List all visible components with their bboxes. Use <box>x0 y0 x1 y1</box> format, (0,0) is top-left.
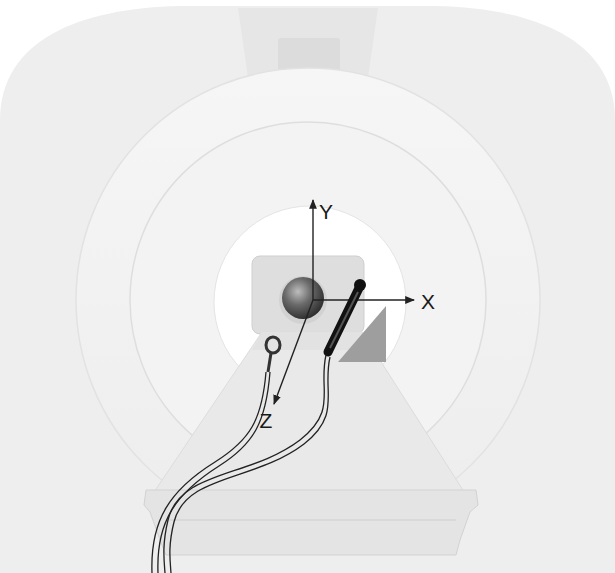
probe-highlight <box>330 292 358 348</box>
axis-label: Y <box>317 200 335 223</box>
axis-label: Z <box>258 409 275 432</box>
cable <box>170 357 330 573</box>
z-axis <box>274 300 313 404</box>
table-cradle <box>144 490 478 555</box>
front-face <box>76 68 540 532</box>
sphere-phantom <box>282 277 324 319</box>
ring-sensor <box>266 337 280 353</box>
ring-stem <box>268 353 271 372</box>
cable <box>164 355 326 573</box>
x-axis <box>313 299 414 300</box>
probe-rod <box>328 286 360 352</box>
axis-label: X <box>419 290 437 313</box>
scanner-housing <box>0 6 615 573</box>
cable <box>158 372 270 573</box>
display-window <box>278 38 340 72</box>
y-axis <box>312 200 313 300</box>
cables <box>152 355 330 573</box>
cradle-line <box>166 519 456 521</box>
probe-tip <box>354 279 366 291</box>
